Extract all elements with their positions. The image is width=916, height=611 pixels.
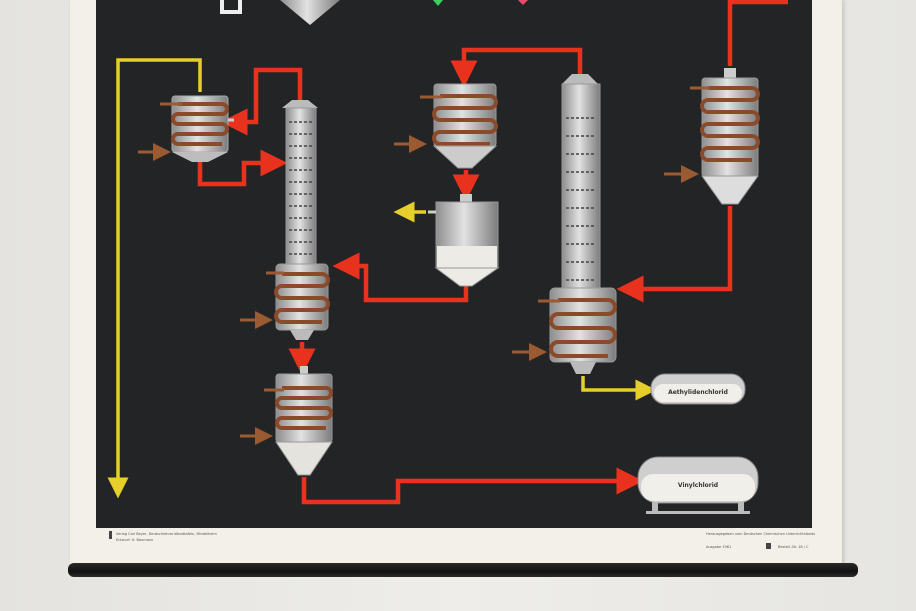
separator-vessel (428, 194, 500, 287)
red-product-line (301, 467, 644, 505)
red-feed-line-2 (616, 206, 733, 303)
tank-vinyl-chloride (637, 456, 759, 514)
label-ethylene-chloride: Aethylidenchlorid (668, 389, 728, 396)
tank-ethylene-chloride (650, 373, 746, 405)
distillation-column-2 (549, 74, 617, 374)
red-reflux-line-1 (197, 149, 288, 187)
label-vinyl-chloride: Vinylchlorid (677, 482, 719, 489)
condenser-2 (432, 83, 498, 169)
top-white-pipe (220, 0, 242, 14)
red-vapor-line-2 (450, 47, 583, 88)
footer-order-number: Bestell.-Nr. 18 / C (778, 545, 809, 549)
condenser-1 (171, 95, 234, 162)
footer-publisher: Verlag Carl Beyer, Deutschlehrer-Wandtaf… (116, 532, 217, 536)
footer-edition: Ausgabe 1961 (706, 545, 732, 549)
red-vapor-line-1 (220, 67, 303, 136)
distillation-column-1 (274, 100, 330, 340)
publisher-logo-icon (766, 543, 771, 549)
hanging-rod (68, 563, 858, 577)
green-arrow-icon (433, 0, 443, 6)
red-feed-line (332, 252, 469, 303)
footer-issuer: Herausgegeben vom Deutschen Chemischen U… (706, 532, 816, 536)
left-logo-icon (109, 531, 112, 539)
reactor-vessel-1 (275, 366, 333, 476)
red-inlet-line (727, 0, 788, 66)
footer-designer: Entwurf: H. Baumann (116, 538, 154, 542)
condenser-3 (700, 68, 760, 205)
yellow-return-line (107, 58, 202, 499)
top-funnel-vessel (280, 0, 340, 25)
yellow-product-line (581, 376, 657, 401)
pink-arrow-icon (518, 0, 528, 5)
